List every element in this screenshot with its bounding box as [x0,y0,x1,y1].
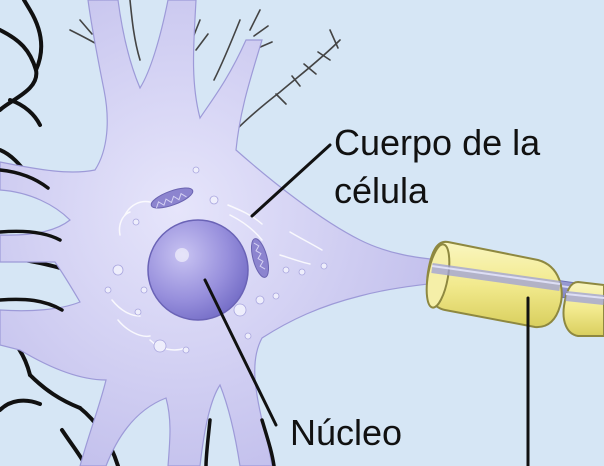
cell-body-label-line2: célula [334,170,429,211]
axon-inner [431,263,604,305]
mitochondrion-cristae [155,192,187,209]
axon-inner-highlight [431,265,604,299]
cell-body-label-line1: Cuerpo de la [334,122,541,163]
mitochondria [150,187,270,278]
nucleus-pointer [203,278,278,427]
endoplasmic-reticulum [111,200,323,351]
outline-dendrites [0,168,276,466]
nucleus [147,219,249,321]
mitochondrion [250,238,270,278]
leader-lines [203,143,530,466]
nucleolus-highlight [175,248,189,262]
dendrite-branches [69,0,341,131]
mitochondrion [150,187,194,209]
myelin-segment-end [425,243,451,309]
nucleus-label: Núcleo [290,412,402,453]
mitochondrion-cristae [253,242,266,270]
myelin-segment [562,280,604,337]
cell-body-pointer [250,143,332,218]
vesicles [104,166,328,354]
